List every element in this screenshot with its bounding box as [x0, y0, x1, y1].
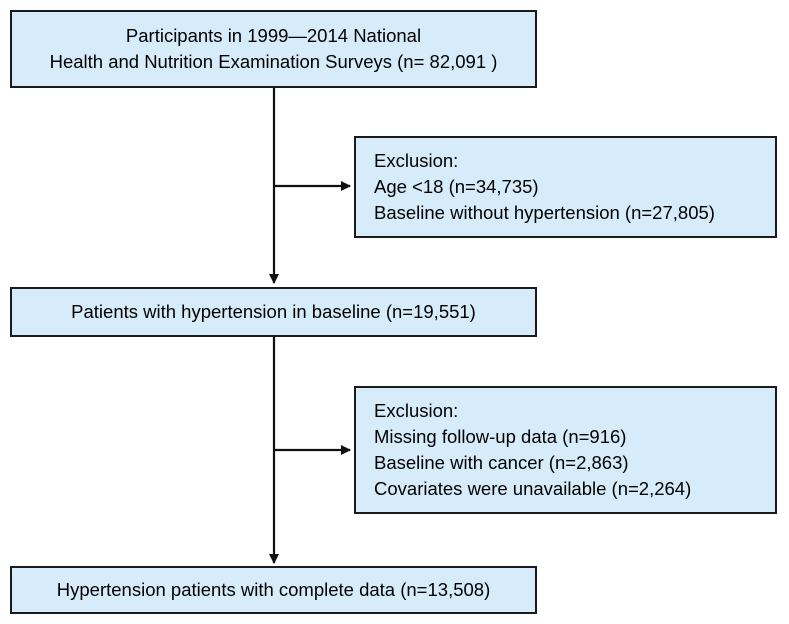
participants-box: Participants in 1999—2014 National Healt…: [10, 10, 537, 88]
participants-line-2: Health and Nutrition Examination Surveys…: [49, 51, 498, 72]
exclusion-2-missing-followup: Missing follow-up data (n=916): [374, 426, 627, 447]
exclusion-1-no-hypertension: Baseline without hypertension (n=27,805): [374, 202, 715, 223]
exclusion-2-covariates: Covariates were unavailable (n=2,264): [374, 478, 692, 499]
baseline-hypertension-box: Patients with hypertension in baseline (…: [10, 287, 537, 337]
exclusion-2-heading: Exclusion:: [374, 400, 459, 421]
exclusion-box-2: Exclusion: Missing follow-up data (n=916…: [354, 386, 777, 514]
participants-line-1: Participants in 1999—2014 National: [125, 25, 422, 46]
final-cohort-box: Hypertension patients with complete data…: [10, 566, 537, 614]
baseline-hypertension-text: Patients with hypertension in baseline (…: [71, 301, 476, 322]
exclusion-box-1: Exclusion: Age <18 (n=34,735) Baseline w…: [354, 136, 777, 238]
final-cohort-text: Hypertension patients with complete data…: [56, 579, 491, 600]
exclusion-1-age: Age <18 (n=34,735): [374, 176, 539, 197]
exclusion-1-heading: Exclusion:: [374, 150, 459, 171]
exclusion-2-cancer: Baseline with cancer (n=2,863): [374, 452, 629, 473]
